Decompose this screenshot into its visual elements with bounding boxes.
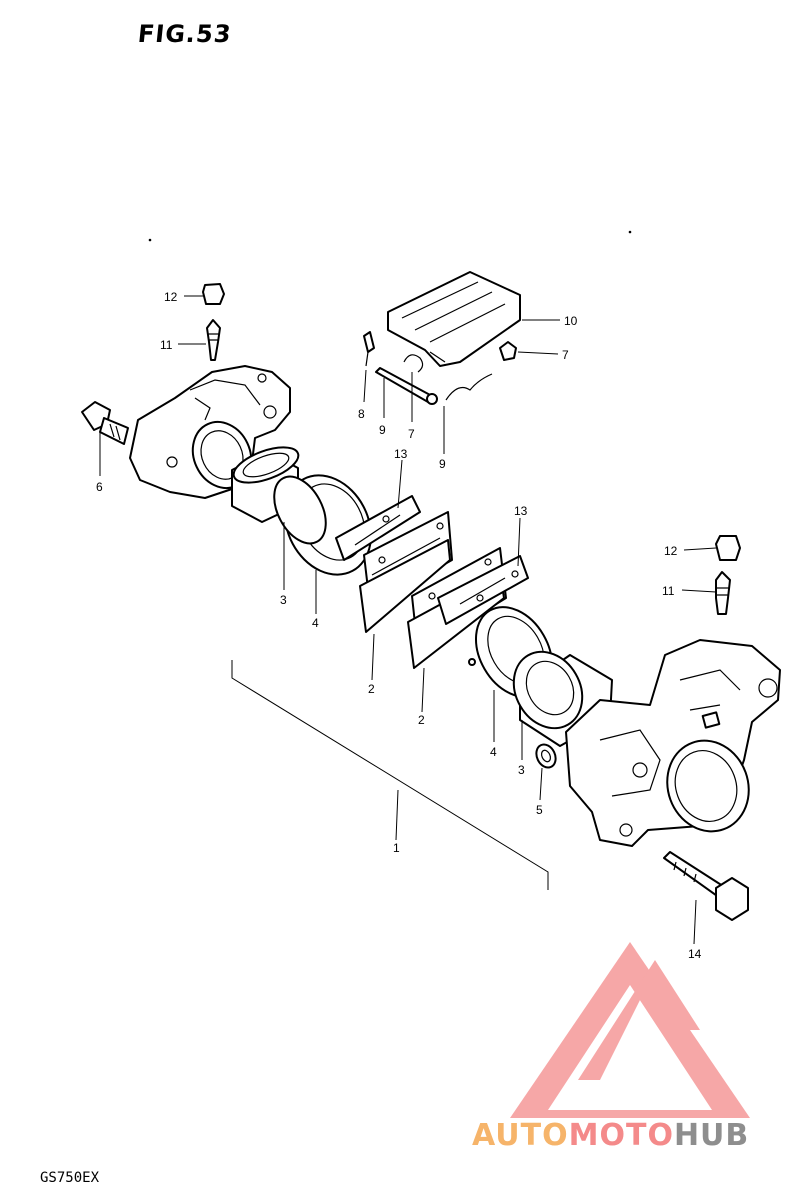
- caliper-right-half: [565, 639, 781, 847]
- model-label: GS750EX: [40, 1170, 100, 1186]
- callout-6: 6: [96, 480, 103, 494]
- callout-11-left: 11: [160, 338, 173, 352]
- callout-9-lower: 9: [439, 457, 446, 471]
- logo-inner-mark: [578, 960, 700, 1080]
- callout-4-left: 4: [312, 616, 319, 630]
- watermark-auto: AUTO: [472, 1118, 569, 1153]
- callout-7-right: 7: [562, 348, 569, 362]
- part-7-clip-upper: [403, 354, 424, 373]
- callout-12-left: 12: [164, 290, 178, 304]
- callout-10: 10: [564, 314, 578, 328]
- callout-7-left: 7: [408, 427, 415, 441]
- part-10-pad-spring: [387, 271, 521, 367]
- part-7-bolt-right: [499, 341, 517, 361]
- automotohub-logo: [510, 942, 750, 1118]
- callout-2-right: 2: [418, 713, 425, 727]
- part-13-shim-right: [437, 555, 529, 625]
- part-12-cap-left: [202, 283, 225, 305]
- part-9-pad-pin: [375, 367, 438, 405]
- callout-13-left: 13: [394, 447, 408, 461]
- part-2-pad-left: [359, 511, 453, 633]
- callout-11-right: 11: [662, 584, 675, 598]
- leader-lines: [99, 295, 717, 945]
- part-6-bolt: [81, 401, 129, 445]
- part-5-washer: [535, 743, 557, 769]
- part-11-bleeder-right: [715, 571, 731, 615]
- callout-5: 5: [536, 803, 543, 817]
- callout-1: 1: [393, 841, 400, 855]
- assembly-leader: [395, 789, 399, 841]
- callout-13-right: 13: [514, 504, 528, 518]
- callout-4-right: 4: [490, 745, 497, 759]
- callout-9-upper: 9: [379, 423, 386, 437]
- part-12-cap-right: [715, 535, 741, 561]
- callout-2-left: 2: [368, 682, 375, 696]
- assembly-bracket: [231, 660, 549, 890]
- part-14-bolt: [663, 851, 749, 921]
- callout-8: 8: [358, 407, 365, 421]
- part-8-pin: [363, 331, 375, 367]
- part-11-bleeder-left: [206, 319, 221, 361]
- callout-3-left: 3: [280, 593, 287, 607]
- watermark-hub: HUB: [674, 1118, 749, 1153]
- callout-labels: 12 11 6 8 9 7 10 7 9 13 3 4 2 13 2 12 11…: [96, 290, 702, 961]
- callout-12-right: 12: [664, 544, 678, 558]
- part-13-shim-left: [335, 495, 421, 561]
- watermark-text: AUTOMOTOHUB: [472, 1118, 749, 1153]
- watermark-moto: MOTO: [569, 1118, 674, 1153]
- part-9-clip-lower: [445, 373, 493, 401]
- callout-3-right: 3: [518, 763, 525, 777]
- callout-14: 14: [688, 947, 702, 961]
